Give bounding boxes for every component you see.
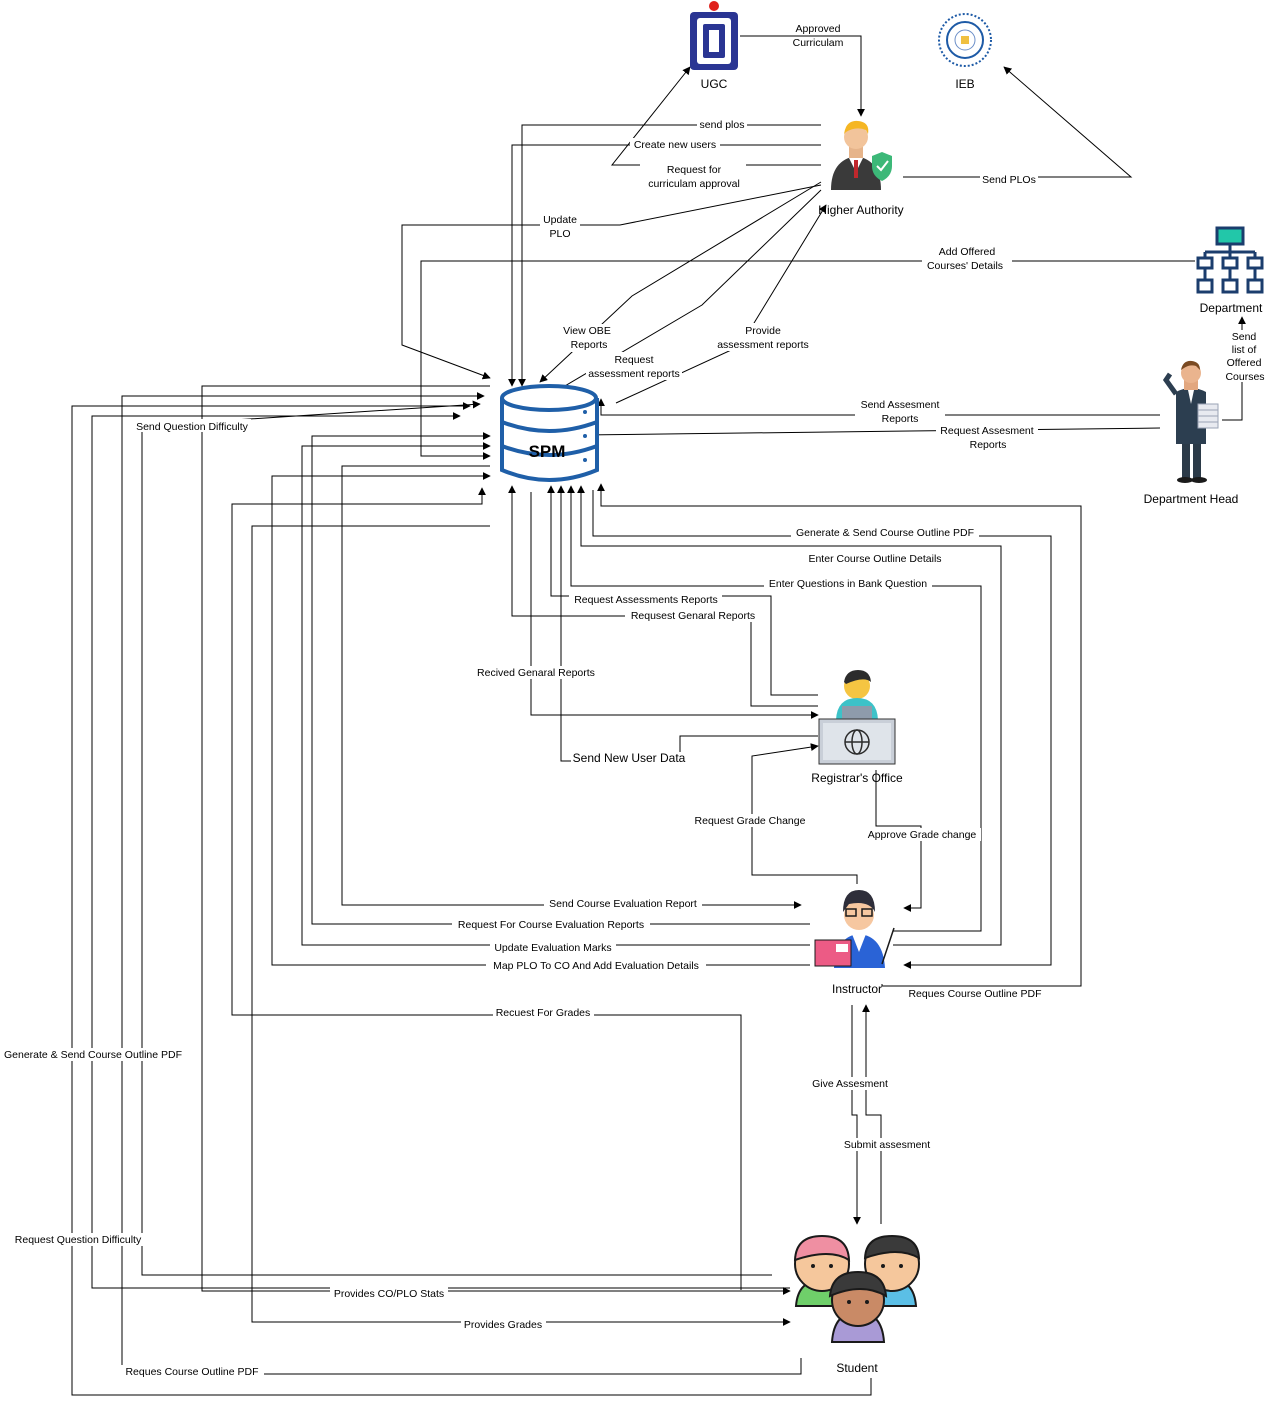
- edge-generate-send-outline-student: [71, 402, 872, 1396]
- edge-send-question-difficulty: [91, 412, 790, 1289]
- label-request-course-eval-reports: Request For Course Evaluation Reports: [458, 919, 644, 931]
- student-group-icon: [793, 1234, 921, 1343]
- ieb-label: IEB: [955, 77, 974, 91]
- edge-request-assessments-reports-reg: [547, 485, 818, 696]
- node-department[interactable]: Department: [1196, 226, 1264, 315]
- label-received-general-reports: Recived Genaral Reports: [477, 667, 595, 679]
- edge-submit-assessment: [862, 1004, 882, 1224]
- label-reques-course-outline-instr: Reques Course Outline PDF: [908, 988, 1041, 1000]
- edge-request-curriculum-approval: [610, 66, 821, 166]
- department-label: Department: [1200, 301, 1263, 315]
- person-at-computer-globe-icon: [818, 670, 896, 765]
- label-send-plos: send plos: [700, 119, 745, 131]
- node-spm[interactable]: SPM: [500, 384, 599, 482]
- edge-approve-grade-change: [875, 770, 922, 912]
- spm-label: SPM: [529, 442, 566, 461]
- edge-provides-co-plo-stats: [201, 385, 791, 1295]
- edge-request-grade-change: [751, 743, 858, 884]
- edges: [71, 35, 1246, 1396]
- node-ugc[interactable]: UGC: [690, 1, 738, 91]
- label-provides-co-plo-stats: Provides CO/PLO Stats: [334, 1288, 444, 1300]
- label-send-plos-ieb: Send PLOs: [982, 174, 1036, 186]
- edge-send-new-user-data: [557, 485, 818, 762]
- org-chart-icon: [1196, 226, 1264, 294]
- edge-give-assessment: [851, 1005, 861, 1225]
- node-higher-authority[interactable]: Higher Authority: [818, 120, 904, 217]
- label-send-new-user-data: Send New User Data: [573, 751, 686, 765]
- edge-send-plos-ieb: [903, 66, 1133, 178]
- node-registrar[interactable]: Registrar's Office: [811, 670, 903, 785]
- ugc-label: UGC: [701, 77, 728, 91]
- label-give-assessment: Give Assesment: [812, 1078, 888, 1090]
- node-instructor[interactable]: Instructor: [814, 890, 895, 996]
- department-head-label: Department Head: [1144, 492, 1239, 506]
- edge-generate-send-outline-instr: [592, 490, 1052, 969]
- label-provides-grades: Provides Grades: [464, 1319, 542, 1331]
- edge-reques-course-outline-student: [121, 392, 802, 1375]
- label-request-question-difficulty: Request Question Difficulty: [15, 1234, 142, 1246]
- ieb-seal-logo-icon: [938, 13, 992, 67]
- label-reques-course-outline-student: Reques Course Outline PDF: [125, 1366, 258, 1378]
- edge-update-eval-marks: [301, 442, 810, 946]
- edge-recuest-for-grades: [231, 487, 742, 1290]
- label-update-eval-marks: Update Evaluation Marks: [494, 942, 611, 954]
- node-department-head[interactable]: Department Head: [1144, 360, 1239, 506]
- edge-received-general-reports: [530, 492, 819, 719]
- label-approve-grade-change: Approve Grade change: [868, 829, 977, 841]
- node-student[interactable]: Student: [793, 1234, 921, 1375]
- label-send-question-difficulty: Send Question Difficulty: [136, 421, 249, 433]
- businessman-shield-icon: [831, 120, 892, 190]
- label-request-grade-change: Request Grade Change: [695, 815, 806, 827]
- edge-view-obe-reports: [539, 181, 822, 383]
- instructor-label: Instructor: [832, 982, 882, 996]
- edge-update-plo: [401, 184, 822, 380]
- edge-send-assessment-reports: [597, 398, 1160, 416]
- edge-map-plo-to-co: [271, 472, 810, 966]
- student-label: Student: [836, 1361, 878, 1375]
- ugc-logo-icon: [690, 1, 738, 70]
- edge-request-assessment-reports-dh: [581, 427, 1161, 439]
- edge-request-question-difficulty: [141, 400, 772, 1276]
- edge-add-offered-courses: [420, 260, 1195, 460]
- label-enter-questions-bank: Enter Questions in Bank Question: [769, 578, 927, 590]
- registrar-label: Registrar's Office: [811, 771, 903, 785]
- edge-enter-course-outline: [577, 485, 1002, 946]
- label-map-plo-to-co: Map PLO To CO And Add Evaluation Details: [493, 960, 699, 972]
- label-generate-send-outline-instr: Generate & Send Course Outline PDF: [796, 527, 974, 539]
- label-request-general-reports: Requsest Genaral Reports: [631, 610, 755, 622]
- edge-enter-questions-bank: [567, 485, 982, 932]
- label-request-assessments-reports-reg: Request Assessments Reports: [574, 594, 718, 606]
- label-generate-send-outline-student: Generate & Send Course Outline PDF: [4, 1049, 182, 1061]
- edge-reques-course-outline-instr: [597, 483, 1082, 987]
- higher-authority-label: Higher Authority: [818, 203, 903, 217]
- label-submit-assessment: Submit assesment: [844, 1139, 930, 1151]
- edge-approved-curriculum: [740, 35, 865, 117]
- label-send-course-eval-report: Send Course Evaluation Report: [549, 898, 697, 910]
- teacher-icon: [814, 890, 895, 968]
- label-enter-course-outline: Enter Course Outline Details: [808, 553, 941, 565]
- node-ieb[interactable]: IEB: [938, 13, 992, 91]
- label-create-new-users: Create new users: [634, 139, 716, 151]
- man-holding-papers-icon: [1162, 360, 1219, 483]
- label-recuest-for-grades: Recuest For Grades: [496, 1007, 591, 1019]
- database-cylinder-icon: [500, 384, 599, 482]
